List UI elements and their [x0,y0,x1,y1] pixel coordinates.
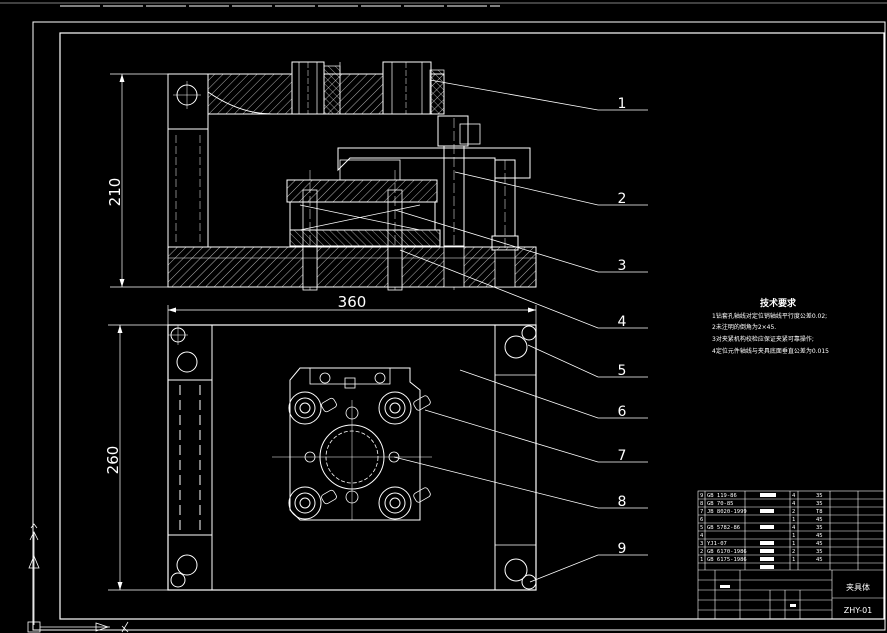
parts-list: 9 GB 119-86 4 35 8 GB 70-85 4 35 7 JB 80… [700,493,823,563]
balloon-labels: 1 2 3 4 5 6 7 8 9 [618,96,627,557]
front-view [110,61,537,291]
tech-line-1: 1钻套孔轴线对定位销轴线平行度公差0.02; [712,312,827,320]
balloon-8: 8 [618,494,627,510]
part-row-1-std: GB 6175-1986 [707,557,747,563]
part-row-5-std: GB 5782-86 [707,525,740,531]
top-view [108,305,537,591]
tech-line-3: 3对夹紧机构校检应保证夹紧可靠操作; [712,335,814,343]
part-row-8-std: GB 70-85 [707,501,734,507]
part-row-5-no: 5 [700,525,703,531]
part-row-6-mat: 45 [816,517,823,523]
balloon-3: 3 [618,258,627,274]
tech-title: 技术要求 [760,297,797,309]
balloon-2: 2 [618,191,627,207]
dimension-360: 360 [338,293,367,311]
part-row-9-mat: 35 [816,493,823,499]
part-row-9-no: 9 [700,493,703,499]
part-row-6-qty: 1 [792,517,795,523]
part-row-1-qty: 1 [792,557,795,563]
title-block [697,490,885,620]
part-row-4-mat: 45 [816,533,823,539]
outer-border [32,21,886,631]
leader-lines [393,79,648,583]
balloon-7: 7 [618,448,627,464]
part-row-7-qty: 2 [792,509,795,515]
part-row-2-mat: 35 [816,549,823,555]
part-row-2-no: 2 [700,549,703,555]
inner-border [59,32,885,620]
part-row-2-std: GB 6170-1986 [707,549,747,555]
part-row-5-mat: 35 [816,525,823,531]
ucs-axis-icon [27,523,129,633]
part-row-8-qty: 4 [792,501,796,507]
part-row-7-mat: T8 [816,509,823,515]
balloon-5: 5 [618,363,627,379]
part-row-6-no: 6 [700,517,703,523]
part-row-3-no: 3 [700,541,703,547]
balloon-1: 1 [618,96,627,112]
part-row-3-qty: 1 [792,541,795,547]
dimension-210: 210 [106,178,124,207]
drawing-number: ZHY-01 [844,606,873,615]
part-row-2-qty: 2 [792,549,795,555]
balloon-6: 6 [618,404,627,420]
part-row-8-mat: 35 [816,501,823,507]
part-row-4-qty: 1 [792,533,795,539]
title-block-marks [720,493,796,607]
part-row-9-std: GB 119-86 [707,493,737,499]
part-row-5-qty: 4 [792,525,796,531]
balloon-9: 9 [618,541,627,557]
tech-line-2: 2未注明的倒角为2×45. [712,323,776,331]
balloon-4: 4 [618,314,627,330]
tech-line-4: 4定位元件轴线与夹具底面垂直公差为0.015 [712,347,829,355]
part-row-7-no: 7 [700,509,703,515]
dimension-260: 260 [104,446,122,475]
part-row-1-no: 1 [700,557,703,563]
part-row-7-std: JB 8020-1999 [707,509,747,515]
part-row-3-std: YJ1-07 [707,541,727,547]
part-row-4-no: 4 [700,533,704,539]
part-row-8-no: 8 [700,501,703,507]
part-name: 夹具体 [846,582,870,592]
part-row-1-mat: 45 [816,557,823,563]
part-row-9-qty: 4 [792,493,796,499]
technical-requirements: 技术要求 1钻套孔轴线对定位销轴线平行度公差0.02; 2未注明的倒角为2×45… [712,297,829,355]
part-row-3-mat: 45 [816,541,823,547]
